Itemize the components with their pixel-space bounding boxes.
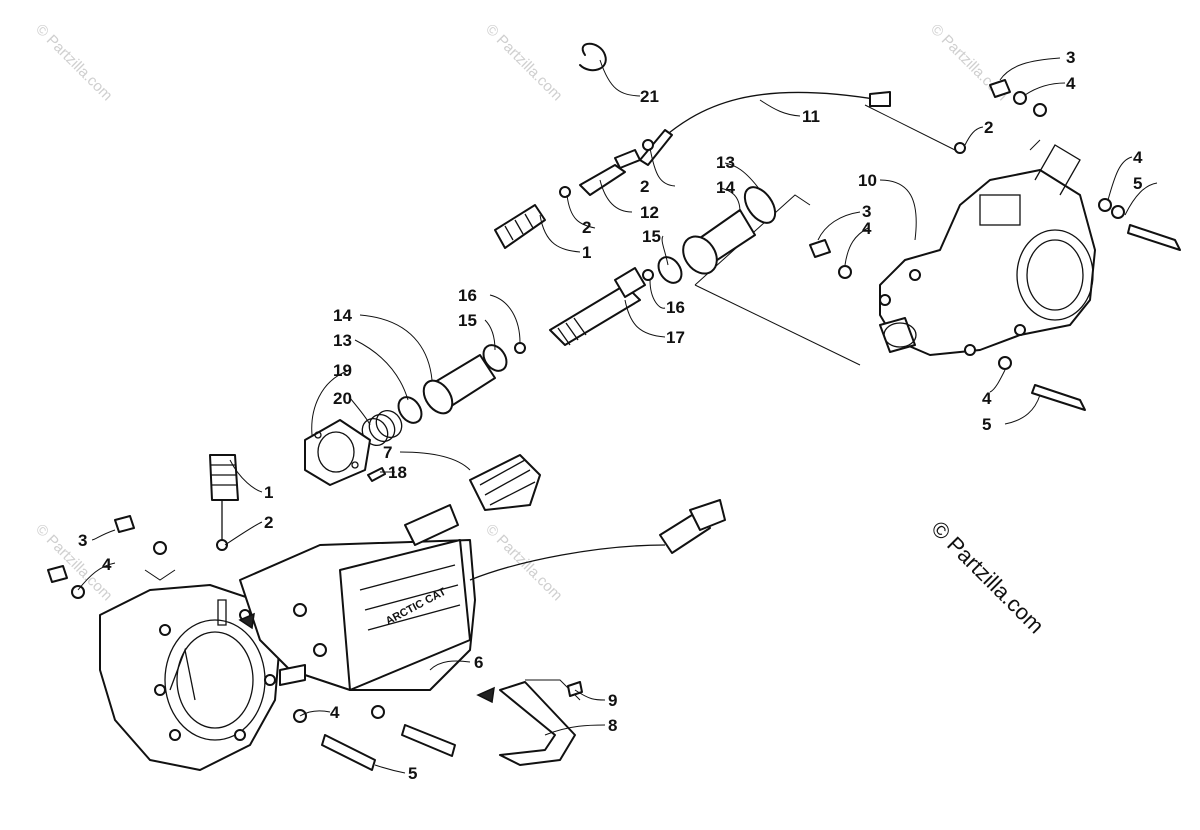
watermark: © Partzilla.com <box>32 21 115 104</box>
screw-9 <box>567 681 583 697</box>
callout-2: 2 <box>984 118 993 137</box>
callout-3: 3 <box>862 202 871 221</box>
callout-4: 4 <box>1066 74 1076 93</box>
callout-5: 5 <box>1133 174 1142 193</box>
bolt-5 <box>1127 224 1181 251</box>
callout-10: 10 <box>858 171 877 190</box>
callout-13: 13 <box>333 331 352 350</box>
callout-14: 14 <box>716 178 735 197</box>
callout-4: 4 <box>862 219 872 238</box>
flange-19 <box>304 419 371 486</box>
boot-1-left <box>209 454 239 540</box>
callout-7: 7 <box>383 443 392 462</box>
nut-3 <box>47 565 68 583</box>
callout-18: 18 <box>388 463 407 482</box>
callout-3: 3 <box>1066 48 1075 67</box>
arrow-marker <box>238 612 255 630</box>
callout-13: 13 <box>716 153 735 172</box>
callout-labels: 1 2 2 12 21 11 2 3 4 4 5 10 3 4 13 14 15… <box>78 48 1143 783</box>
clamp-13-mid <box>397 396 423 424</box>
arrow-marker <box>476 686 495 704</box>
callout-5: 5 <box>408 764 417 783</box>
callout-4: 4 <box>982 389 992 408</box>
boot-1-top <box>494 204 546 249</box>
callout-8: 8 <box>608 716 617 735</box>
callout-6: 6 <box>474 653 483 672</box>
cable-end-12 <box>579 149 641 196</box>
bolt-18 <box>367 467 386 482</box>
clip-2 <box>216 539 228 551</box>
washer-4 <box>998 356 1012 370</box>
washer-4 <box>1111 205 1125 219</box>
callout-12: 12 <box>640 203 659 222</box>
washer-16 <box>514 342 526 354</box>
clamp-15-top <box>657 256 683 284</box>
callout-20: 20 <box>333 389 352 408</box>
guide-lines <box>144 104 1041 701</box>
nut-3 <box>989 79 1011 98</box>
nut-3 <box>114 515 135 533</box>
bolt-5 <box>1031 384 1086 411</box>
callout-1: 1 <box>264 483 273 502</box>
front-gear-case <box>879 144 1096 356</box>
callout-4: 4 <box>1133 148 1143 167</box>
washer-16 <box>642 269 654 281</box>
washer-4 <box>371 705 385 719</box>
clip-2 <box>954 142 966 154</box>
boot-7 <box>469 454 541 511</box>
callout-16: 16 <box>458 286 477 305</box>
watermark: © Partzilla.com <box>482 21 565 104</box>
clip-2 <box>642 139 654 151</box>
callout-14: 14 <box>333 306 352 325</box>
washer-4 <box>1098 198 1112 212</box>
washer-4 <box>1033 103 1047 117</box>
bolt-5 <box>401 724 456 757</box>
shift-cable-upper <box>639 91 891 166</box>
bracket-8 <box>499 681 576 766</box>
washer-4 <box>1013 91 1027 105</box>
leader-lines <box>77 57 1158 774</box>
callout-15: 15 <box>458 311 477 330</box>
callout-1: 1 <box>582 243 591 262</box>
shift-housing-6: ARCTIC CAT <box>239 504 476 691</box>
callout-2: 2 <box>264 513 273 532</box>
washer-4 <box>838 265 852 279</box>
nut-3 <box>809 239 831 258</box>
shift-lever-post <box>217 599 227 626</box>
callout-3: 3 <box>78 531 87 550</box>
callout-9: 9 <box>608 691 617 710</box>
watermark-large: © Partzilla.com <box>926 516 1049 639</box>
wire-harness <box>469 499 726 581</box>
washer-4 <box>71 585 85 599</box>
bolt-5 <box>321 734 376 771</box>
callout-4: 4 <box>330 703 340 722</box>
callout-11: 11 <box>802 107 820 126</box>
callout-15: 15 <box>642 227 661 246</box>
callout-5: 5 <box>982 415 991 434</box>
callout-16: 16 <box>666 298 685 317</box>
rear-gear-case <box>99 584 281 771</box>
callout-17: 17 <box>666 328 685 347</box>
snap-ring-21 <box>579 42 607 72</box>
boot-13-14-top <box>682 186 777 275</box>
callout-4: 4 <box>102 555 112 574</box>
callout-2: 2 <box>640 177 649 196</box>
boot-14-mid <box>422 354 496 415</box>
clip-2 <box>559 186 571 198</box>
callout-21: 21 <box>640 87 659 106</box>
callout-2: 2 <box>582 218 591 237</box>
drive-shaft-17 <box>549 267 646 346</box>
callout-19: 19 <box>333 361 352 380</box>
washer-4 <box>153 541 167 555</box>
